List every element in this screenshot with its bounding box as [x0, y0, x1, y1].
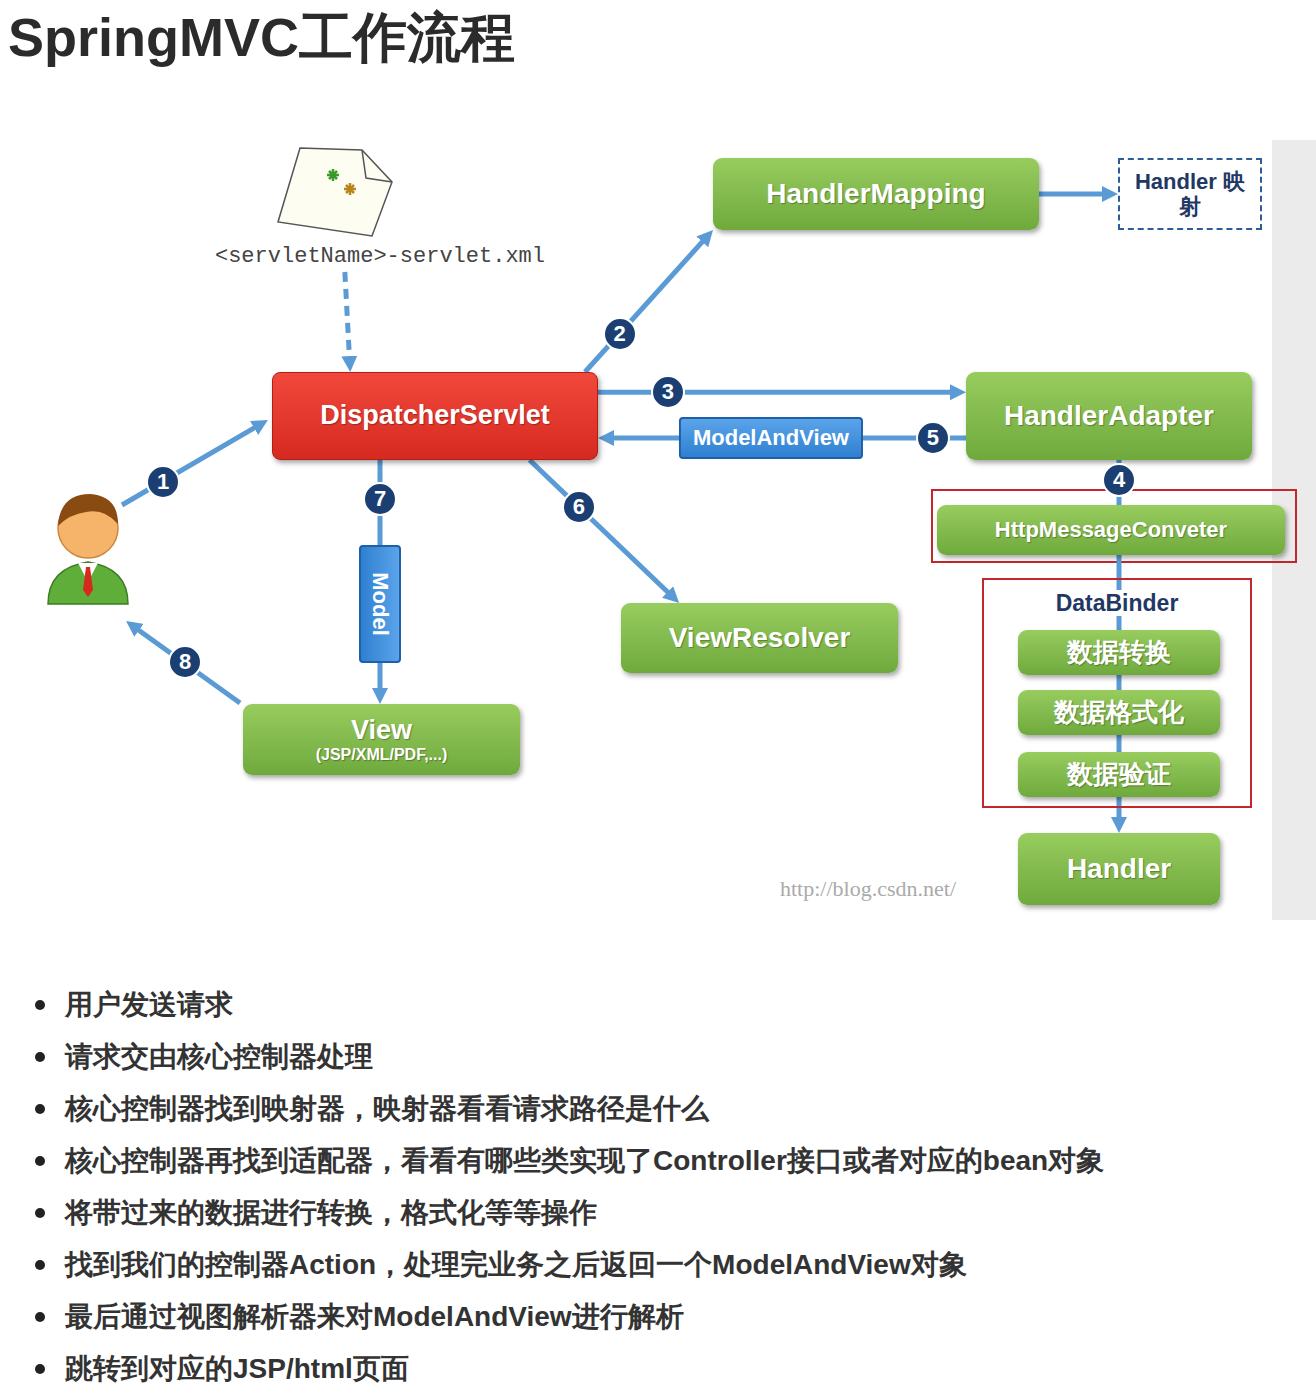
callout-number: 3 — [651, 375, 685, 409]
flow-arrow — [1117, 797, 1122, 825]
view-box: View(JSP/XML/PDF,...) — [243, 704, 520, 775]
callout-number: 8 — [168, 645, 202, 679]
step-note: 跳转到对应的JSP/html页面 — [65, 1351, 409, 1387]
mapping-box: HandlerMapping — [713, 158, 1039, 230]
user-tie — [83, 567, 93, 597]
node-label: Handler — [1067, 853, 1171, 885]
star-stroke — [329, 171, 337, 179]
node-label: <servletName>-servlet.xml — [215, 244, 545, 269]
step-note: 请求交由核心控制器处理 — [65, 1039, 373, 1075]
adapter-box: HandlerAdapter — [966, 372, 1252, 460]
flow-arrow — [585, 236, 708, 372]
callout-number: 7 — [363, 482, 397, 516]
step-note: 将带过来的数据进行转换，格式化等等操作 — [65, 1195, 597, 1231]
file-fold — [362, 150, 392, 182]
node-label: HandlerAdapter — [1004, 400, 1214, 432]
highlight-frame — [932, 490, 1296, 562]
process-box: 数据转换 — [1018, 630, 1220, 675]
edge-label: Model — [359, 545, 401, 663]
flow-arrow — [1039, 192, 1110, 197]
node-label: 数据转换 — [1067, 638, 1171, 668]
callout-number: 4 — [1102, 463, 1136, 497]
flow-arrow — [1117, 675, 1122, 690]
page-title: SpringMVC工作流程 — [8, 2, 515, 75]
process-box: 数据验证 — [1018, 752, 1220, 797]
binder-group: DataBinder 数据转换数据格式化数据验证 — [982, 578, 1252, 808]
callout-number: 2 — [603, 317, 637, 351]
node-label: ViewResolver — [669, 622, 851, 654]
step-note: 核心控制器找到映射器，映射器看看请求路径是什么 — [65, 1091, 709, 1127]
node-label: HttpMessageConveter — [995, 517, 1227, 542]
node-label: 数据验证 — [1067, 760, 1171, 790]
callout-number: 5 — [916, 421, 950, 455]
star-stroke — [329, 171, 337, 179]
user-hair — [58, 494, 118, 526]
step-note: 最后通过视图解析器来对ModelAndView进行解析 — [65, 1299, 684, 1335]
node-label: DispatcherServlet — [320, 400, 550, 431]
converter-box: HttpMessageConveter — [937, 505, 1285, 555]
callout-number: 6 — [562, 490, 596, 524]
node-label: View — [351, 715, 412, 746]
edge-label: ModelAndView — [679, 417, 863, 459]
handler-box: Handler — [1018, 833, 1220, 905]
flow-arrow — [530, 460, 674, 597]
handler-map-box: Handler 映射 — [1118, 158, 1262, 230]
node-subtitle: (JSP/XML/PDF,...) — [316, 746, 448, 764]
file-star — [344, 183, 356, 195]
config-file: <servletName>-servlet.xml — [195, 140, 565, 272]
watermark: http://blog.csdn.net/ — [780, 876, 956, 902]
response-arrow — [133, 626, 241, 703]
resolver-box: ViewResolver — [621, 603, 898, 673]
process-box: 数据格式化 — [1018, 690, 1220, 735]
callout-number: 1 — [146, 465, 180, 499]
node-label: 数据格式化 — [1054, 698, 1184, 728]
star-stroke — [346, 185, 354, 193]
step-note: 用户发送请求 — [65, 987, 233, 1023]
file-star — [327, 169, 339, 181]
node-label: Handler 映射 — [1134, 169, 1246, 220]
step-note: 核心控制器再找到适配器，看看有哪些类实现了Controller接口或者对应的be… — [65, 1143, 1104, 1179]
flow-arrow — [1117, 735, 1122, 752]
file-icon — [278, 148, 392, 236]
request-arrow — [122, 424, 261, 505]
step-note: 找到我们的控制器Action，处理完业务之后返回一个ModelAndView对象 — [65, 1247, 967, 1283]
node-label: DataBinder — [1052, 590, 1183, 616]
user-body — [48, 562, 128, 604]
node-label: HandlerMapping — [766, 178, 985, 210]
star-stroke — [346, 185, 354, 193]
core-servlet-box: DispatcherServlet — [272, 372, 598, 460]
config-link — [345, 272, 350, 364]
